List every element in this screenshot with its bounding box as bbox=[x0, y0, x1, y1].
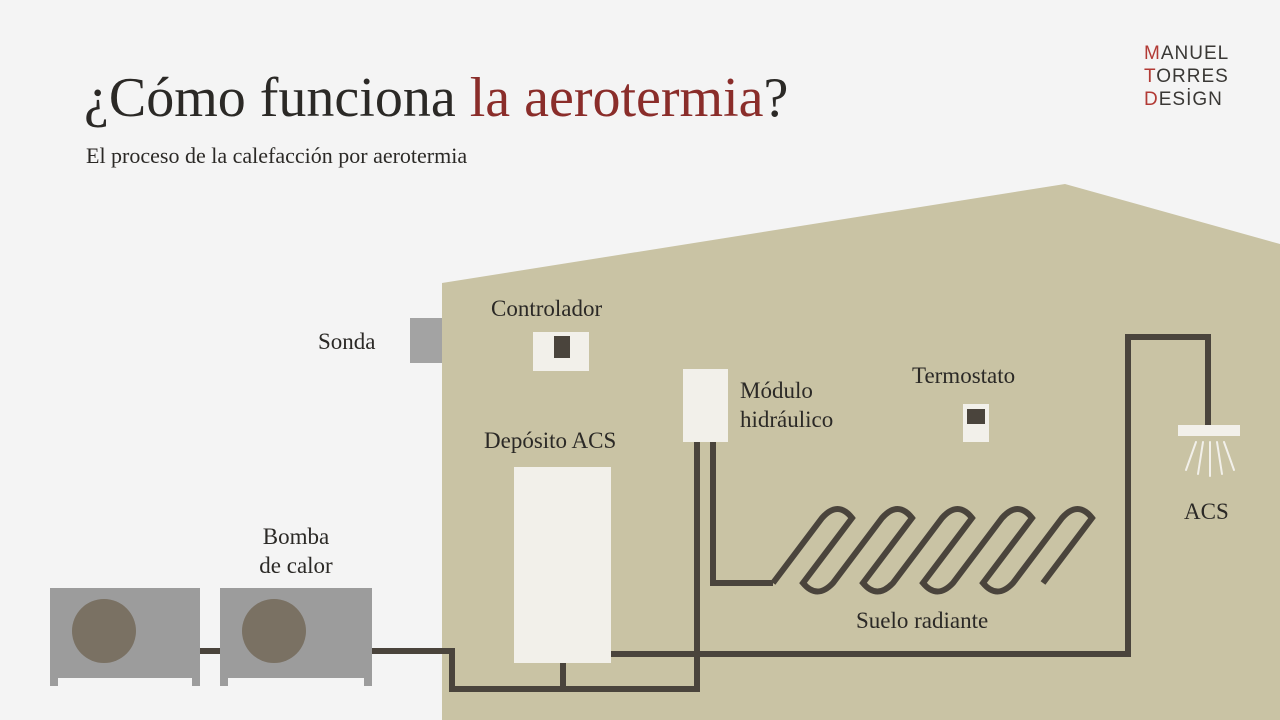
termostato-screen bbox=[967, 409, 985, 424]
pipe-floor-coil bbox=[770, 506, 1096, 595]
logo-line-3: DESİGN bbox=[1144, 88, 1254, 111]
brand-logo: MANUEL TORRES DESİGN bbox=[1144, 42, 1254, 111]
label-controlador: Controlador bbox=[491, 296, 603, 321]
logo-initial: M bbox=[1144, 43, 1161, 64]
ducha-acs-head bbox=[1178, 425, 1240, 436]
label-deposito-acs: Depósito ACS bbox=[484, 428, 617, 453]
label-modulo-line-2: hidráulico bbox=[740, 407, 834, 432]
deposito-acs-tank bbox=[514, 467, 611, 663]
page-title: ¿Cómo funciona la aerotermia? bbox=[84, 62, 788, 134]
label-bomba-line-2: de calor bbox=[259, 553, 333, 578]
unit-foot bbox=[220, 676, 228, 686]
spray-line bbox=[1185, 441, 1197, 471]
title-suffix: ? bbox=[763, 67, 789, 129]
pipe-acs-supply bbox=[611, 334, 1211, 657]
bomba-calor-unit-2 bbox=[220, 588, 372, 686]
logo-word: ORRES bbox=[1156, 66, 1229, 87]
logo-line-1: MANUEL bbox=[1144, 42, 1254, 65]
spray-line bbox=[1197, 441, 1204, 475]
logo-word: ESİGN bbox=[1158, 89, 1223, 110]
sonda-sensor bbox=[410, 318, 442, 363]
label-bomba-line-1: Bomba bbox=[262, 524, 330, 549]
unit-foot bbox=[364, 676, 372, 686]
label-sonda: Sonda bbox=[318, 329, 376, 354]
pipe-floor-supply bbox=[710, 442, 773, 586]
title-prefix: ¿Cómo funciona bbox=[84, 67, 470, 129]
unit-foot bbox=[192, 676, 200, 686]
title-accent: la aerotermia bbox=[469, 67, 764, 129]
page-subtitle: El proceso de la calefacción por aeroter… bbox=[86, 143, 468, 168]
bomba-calor-unit-1 bbox=[50, 588, 200, 686]
spray-line bbox=[1216, 441, 1223, 475]
unit-foot bbox=[50, 676, 58, 686]
pipe-network bbox=[200, 334, 1211, 692]
spray-line bbox=[1223, 441, 1235, 471]
label-acs: ACS bbox=[1184, 499, 1229, 524]
logo-initial: D bbox=[1144, 89, 1159, 110]
logo-initial: T bbox=[1144, 66, 1157, 87]
house-silhouette bbox=[442, 184, 1280, 720]
label-suelo-radiante: Suelo radiante bbox=[856, 608, 989, 633]
unit-fan bbox=[72, 599, 136, 663]
label-bomba-de-calor: Bomba de calor bbox=[236, 522, 356, 580]
ducha-water-spray bbox=[1185, 441, 1235, 477]
controlador-screen bbox=[554, 336, 570, 358]
pipe-return bbox=[372, 442, 700, 692]
label-termostato: Termostato bbox=[912, 363, 1016, 388]
label-modulo-hidraulico: Módulo hidráulico bbox=[740, 376, 833, 434]
unit-fan bbox=[242, 599, 306, 663]
label-modulo-line-1: Módulo bbox=[740, 378, 813, 403]
logo-line-2: TORRES bbox=[1144, 65, 1254, 88]
modulo-hidraulico-box bbox=[683, 369, 728, 442]
logo-word: ANUEL bbox=[1160, 43, 1230, 64]
